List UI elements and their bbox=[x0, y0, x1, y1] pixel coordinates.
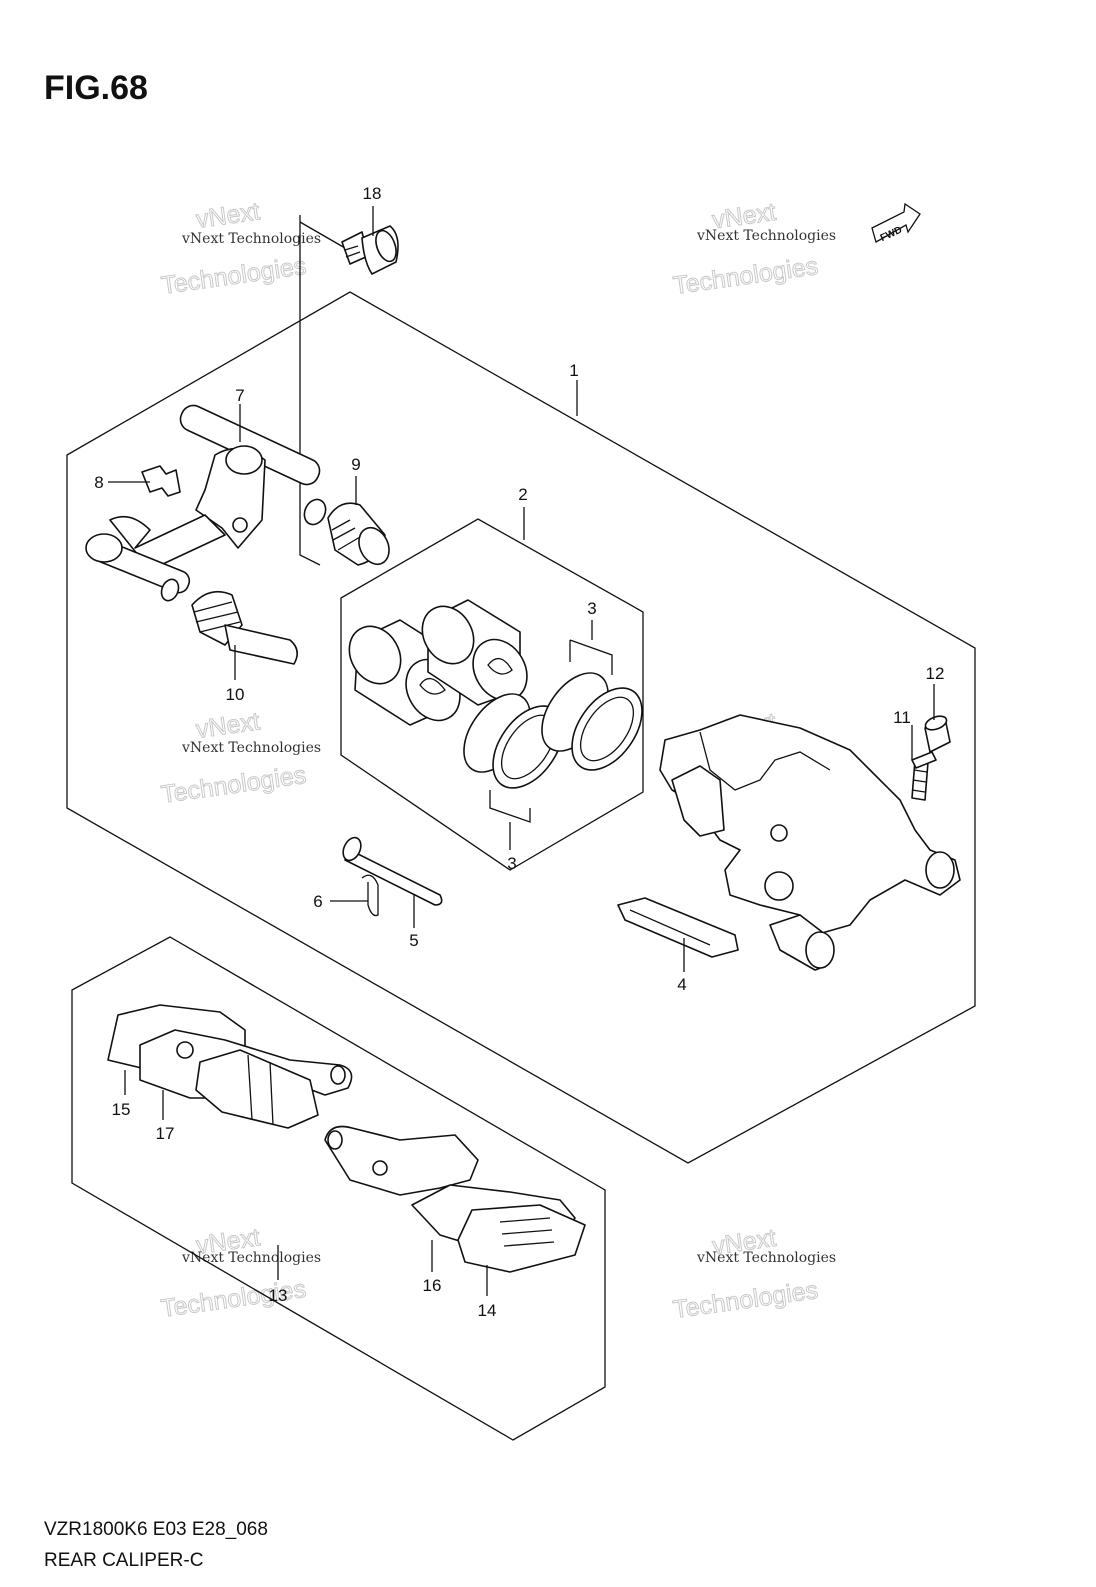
svg-text:Technologies: Technologies bbox=[159, 761, 307, 809]
svg-text:vNext Technologies: vNext Technologies bbox=[696, 1250, 836, 1266]
slide-pin-10 bbox=[191, 590, 298, 665]
callout-12: 12 bbox=[926, 664, 945, 683]
svg-text:Technologies: Technologies bbox=[671, 252, 819, 300]
svg-text:vNext Technologies: vNext Technologies bbox=[181, 1250, 321, 1266]
piston-kit-outline bbox=[340, 518, 644, 871]
cap-12 bbox=[924, 715, 951, 753]
callout-6: 6 bbox=[313, 892, 322, 911]
svg-text:vNext: vNext bbox=[194, 197, 261, 234]
svg-text:Technologies: Technologies bbox=[671, 1276, 819, 1324]
leader-lines bbox=[108, 206, 935, 1296]
svg-text:vNext Technologies: vNext Technologies bbox=[181, 231, 321, 247]
watermark-top-left: vNext vNext Technologies Technologies bbox=[159, 197, 321, 301]
caliper-body bbox=[659, 714, 961, 971]
seals-3 bbox=[463, 639, 643, 850]
caliper-assembly-outline bbox=[66, 291, 976, 1164]
svg-text:vNext Technologies: vNext Technologies bbox=[181, 740, 321, 756]
watermark-bottom-right: vNext vNext Technologies Technologies bbox=[671, 1223, 836, 1324]
bolt-18 bbox=[341, 225, 399, 275]
caliper-bracket-7 bbox=[85, 404, 327, 602]
svg-text:vNext: vNext bbox=[194, 707, 261, 744]
callout-9: 9 bbox=[351, 455, 360, 474]
callout-16: 16 bbox=[423, 1276, 442, 1295]
callout-8: 8 bbox=[94, 473, 103, 492]
callout-13: 13 bbox=[269, 1286, 288, 1305]
pin-bracket-lines bbox=[299, 215, 321, 566]
callout-14: 14 bbox=[478, 1301, 497, 1320]
callout-1: 1 bbox=[569, 361, 578, 380]
watermark-top-right: vNext vNext Technologies Technologies bbox=[671, 197, 836, 300]
callout-15: 15 bbox=[112, 1100, 131, 1119]
callout-17: 17 bbox=[156, 1124, 175, 1143]
callout-3-top: 3 bbox=[587, 599, 596, 618]
callout-2: 2 bbox=[518, 485, 527, 504]
pad-16-14 bbox=[324, 1125, 586, 1273]
callout-3-bottom: 3 bbox=[507, 854, 516, 873]
svg-text:vNext Technologies: vNext Technologies bbox=[696, 228, 836, 244]
callout-5: 5 bbox=[409, 931, 418, 950]
callout-10: 10 bbox=[226, 685, 245, 704]
callout-labels: 18 1 2 3 3 4 5 6 7 8 9 10 11 12 13 14 15… bbox=[94, 184, 944, 1320]
callout-4: 4 bbox=[677, 975, 686, 994]
clip-6 bbox=[361, 874, 379, 917]
piston-2 bbox=[348, 599, 528, 726]
footer-part-name: REAR CALIPER-C bbox=[44, 1550, 203, 1571]
pad-spring-4 bbox=[617, 897, 739, 958]
pad-15-17 bbox=[107, 1004, 353, 1129]
callout-7: 7 bbox=[235, 386, 244, 405]
boot-9 bbox=[327, 502, 390, 566]
svg-text:Technologies: Technologies bbox=[160, 252, 308, 300]
callout-18: 18 bbox=[363, 184, 382, 203]
callout-11: 11 bbox=[893, 708, 911, 727]
clip-8 bbox=[141, 465, 181, 497]
pad-set-outline bbox=[71, 936, 606, 1441]
watermark-middle-left: vNext vNext Technologies Technologies bbox=[159, 707, 321, 810]
forward-arrow-icon: FWD bbox=[871, 202, 921, 244]
bleeder-11 bbox=[911, 751, 937, 801]
footer-model-code: VZR1800K6 E03 E28_068 bbox=[44, 1519, 268, 1540]
watermark-bottom-left: vNext vNext Technologies Technologies bbox=[159, 1223, 321, 1324]
pad-pin-5 bbox=[342, 836, 443, 906]
figure-title: FIG.68 bbox=[44, 69, 148, 107]
